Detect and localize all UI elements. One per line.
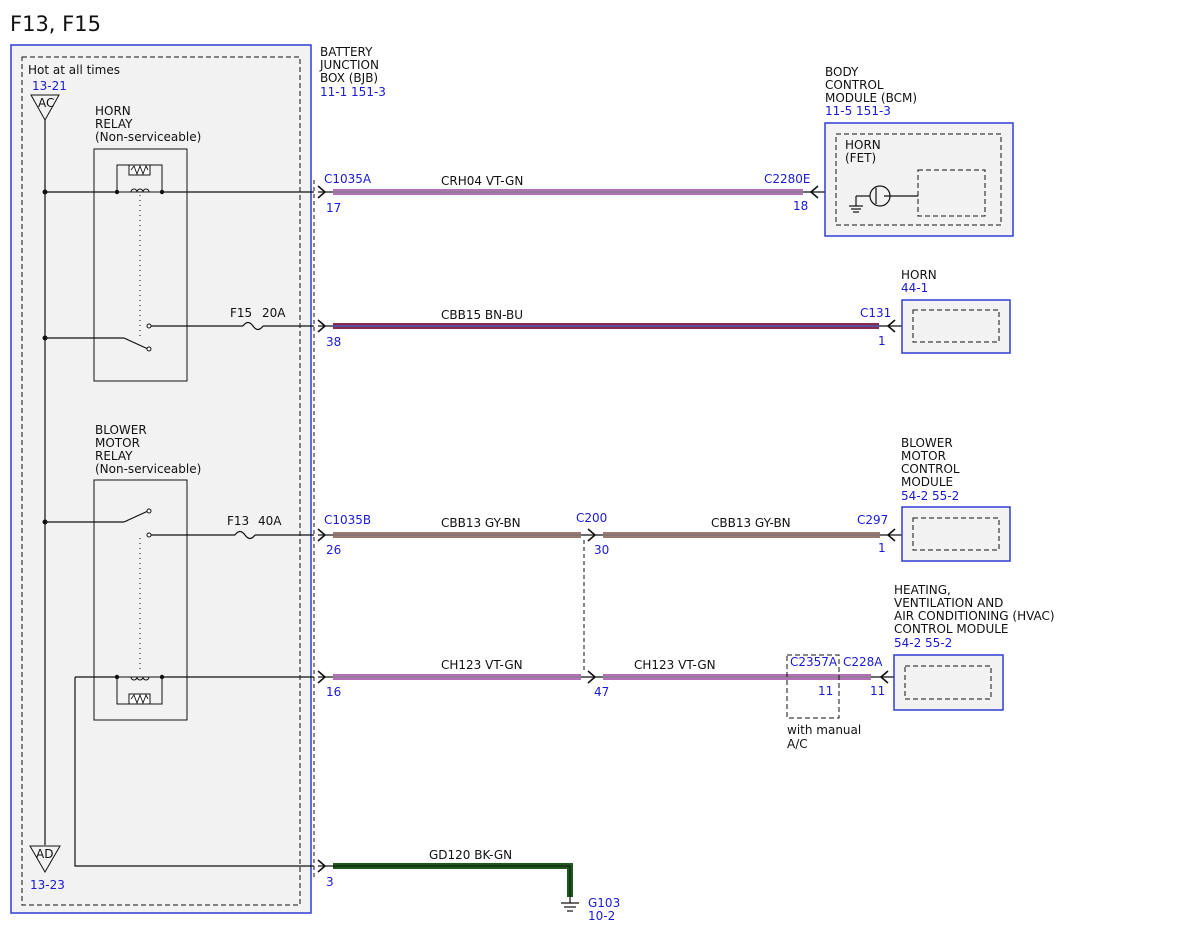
pin-16: 16 <box>326 685 341 699</box>
hvac-label: HEATING, VENTILATION AND AIR CONDITIONIN… <box>894 583 1058 636</box>
pin-47: 47 <box>594 685 609 699</box>
ground-return-line <box>74 677 314 867</box>
hvac-ref[interactable]: 54-2 55-2 <box>894 636 952 650</box>
wire-cbb13-b[interactable] <box>603 532 880 538</box>
pin-26: 26 <box>326 543 341 557</box>
wire-crh04[interactable] <box>333 189 803 195</box>
wire-label-cbb13-b: CBB13 GY-BN <box>711 516 791 530</box>
hvac-box <box>893 654 1004 711</box>
wire-label-gd120: GD120 BK-GN <box>429 848 512 862</box>
connector-c297[interactable]: C297 <box>857 513 888 527</box>
blower-module-label: BLOWER MOTOR CONTROL MODULE <box>901 436 963 489</box>
pin-38: 38 <box>326 335 341 349</box>
bjb-ref[interactable]: 11-1 151-3 <box>320 85 386 99</box>
ground-g103[interactable]: G103 <box>588 896 620 910</box>
bcm-logic-block <box>917 169 986 217</box>
f15-fuse-icon <box>242 321 264 331</box>
blower-relay-box <box>93 479 188 721</box>
horn-internal <box>912 309 1000 343</box>
c2357a-optional-connector <box>786 654 840 719</box>
horn-ref[interactable]: 44-1 <box>901 281 928 295</box>
pin-11-c2357a: 11 <box>818 684 833 698</box>
bjb-label: BATTERY JUNCTION BOX (BJB) <box>319 45 383 85</box>
pin-17: 17 <box>326 201 341 215</box>
blower-module-box <box>901 506 1011 562</box>
f15-rating: 20A <box>262 306 286 320</box>
wire-cbb15[interactable] <box>333 323 879 329</box>
wire-label-ch123-b: CH123 VT-GN <box>634 658 716 672</box>
pin-18: 18 <box>793 199 808 213</box>
page-title: F13, F15 <box>10 12 101 36</box>
bcm-box <box>824 122 1014 237</box>
ad-ref[interactable]: 13-23 <box>30 878 65 892</box>
pin-3: 3 <box>326 875 334 889</box>
bcm-ref[interactable]: 11-5 151-3 <box>825 104 891 118</box>
bcm-label: BODY CONTROL MODULE (BCM) <box>825 65 917 105</box>
hot-at-all-times-label: Hot at all times <box>28 63 120 77</box>
horn-relay-switch-icon <box>45 323 152 352</box>
pin-30: 30 <box>594 543 609 557</box>
bjb-internal-boundary <box>21 56 301 906</box>
f15-name: F15 <box>230 306 252 320</box>
blower-relay-switch-icon <box>45 508 152 538</box>
f13-name: F13 <box>227 514 249 528</box>
ground-ref[interactable]: 10-2 <box>588 909 615 923</box>
ac-connector-icon <box>30 94 60 122</box>
connector-c228a[interactable]: C228A <box>843 655 883 669</box>
connector-c200[interactable]: C200 <box>576 511 607 525</box>
pin-1-c297: 1 <box>878 541 886 555</box>
bcm-internal-boundary <box>835 133 1002 226</box>
wire-label-ch123-a: CH123 VT-GN <box>441 658 523 672</box>
wire-cbb13-a[interactable] <box>333 532 581 538</box>
ac-label: AC <box>38 96 54 110</box>
bcm-horn-fet-label: HORN (FET) <box>845 138 885 165</box>
wire-label-cbb13-a: CBB13 GY-BN <box>441 516 521 530</box>
option-note: with manual A/C <box>787 723 865 751</box>
wire-label-crh04: CRH04 VT-GN <box>441 174 523 188</box>
f13-rating: 40A <box>258 514 282 528</box>
horn-box <box>901 299 1011 354</box>
ground-icon <box>561 897 579 912</box>
connector-c1035a[interactable]: C1035A <box>324 172 372 186</box>
wire-label-cbb15: CBB15 BN-BU <box>441 308 523 322</box>
connector-c2280e[interactable]: C2280E <box>764 172 811 186</box>
wire-ch123-a[interactable] <box>333 674 581 680</box>
pin-1-c131: 1 <box>878 334 886 348</box>
hvac-internal <box>904 665 992 700</box>
connector-c1035b[interactable]: C1035B <box>324 513 371 527</box>
blower-relay-coil-icon <box>114 674 165 705</box>
ad-connector-icon <box>29 845 61 874</box>
ad-label: AD <box>36 847 53 861</box>
pin-11-c228a: 11 <box>870 684 885 698</box>
blower-module-internal <box>912 517 1000 551</box>
wire-ch123-b[interactable] <box>603 674 871 680</box>
horn-label: HORN <box>901 268 937 282</box>
horn-relay-label: HORN RELAY (Non-serviceable) <box>95 104 201 144</box>
wire-gd120[interactable] <box>333 863 573 897</box>
connector-c2357a[interactable]: C2357A <box>790 655 838 669</box>
blower-module-ref[interactable]: 54-2 55-2 <box>901 489 959 503</box>
connector-c131[interactable]: C131 <box>860 306 891 320</box>
f13-fuse-icon <box>234 530 256 540</box>
ac-ref[interactable]: 13-21 <box>32 79 67 93</box>
blower-relay-label: BLOWER MOTOR RELAY (Non-serviceable) <box>95 423 201 476</box>
fet-icon <box>849 185 918 213</box>
